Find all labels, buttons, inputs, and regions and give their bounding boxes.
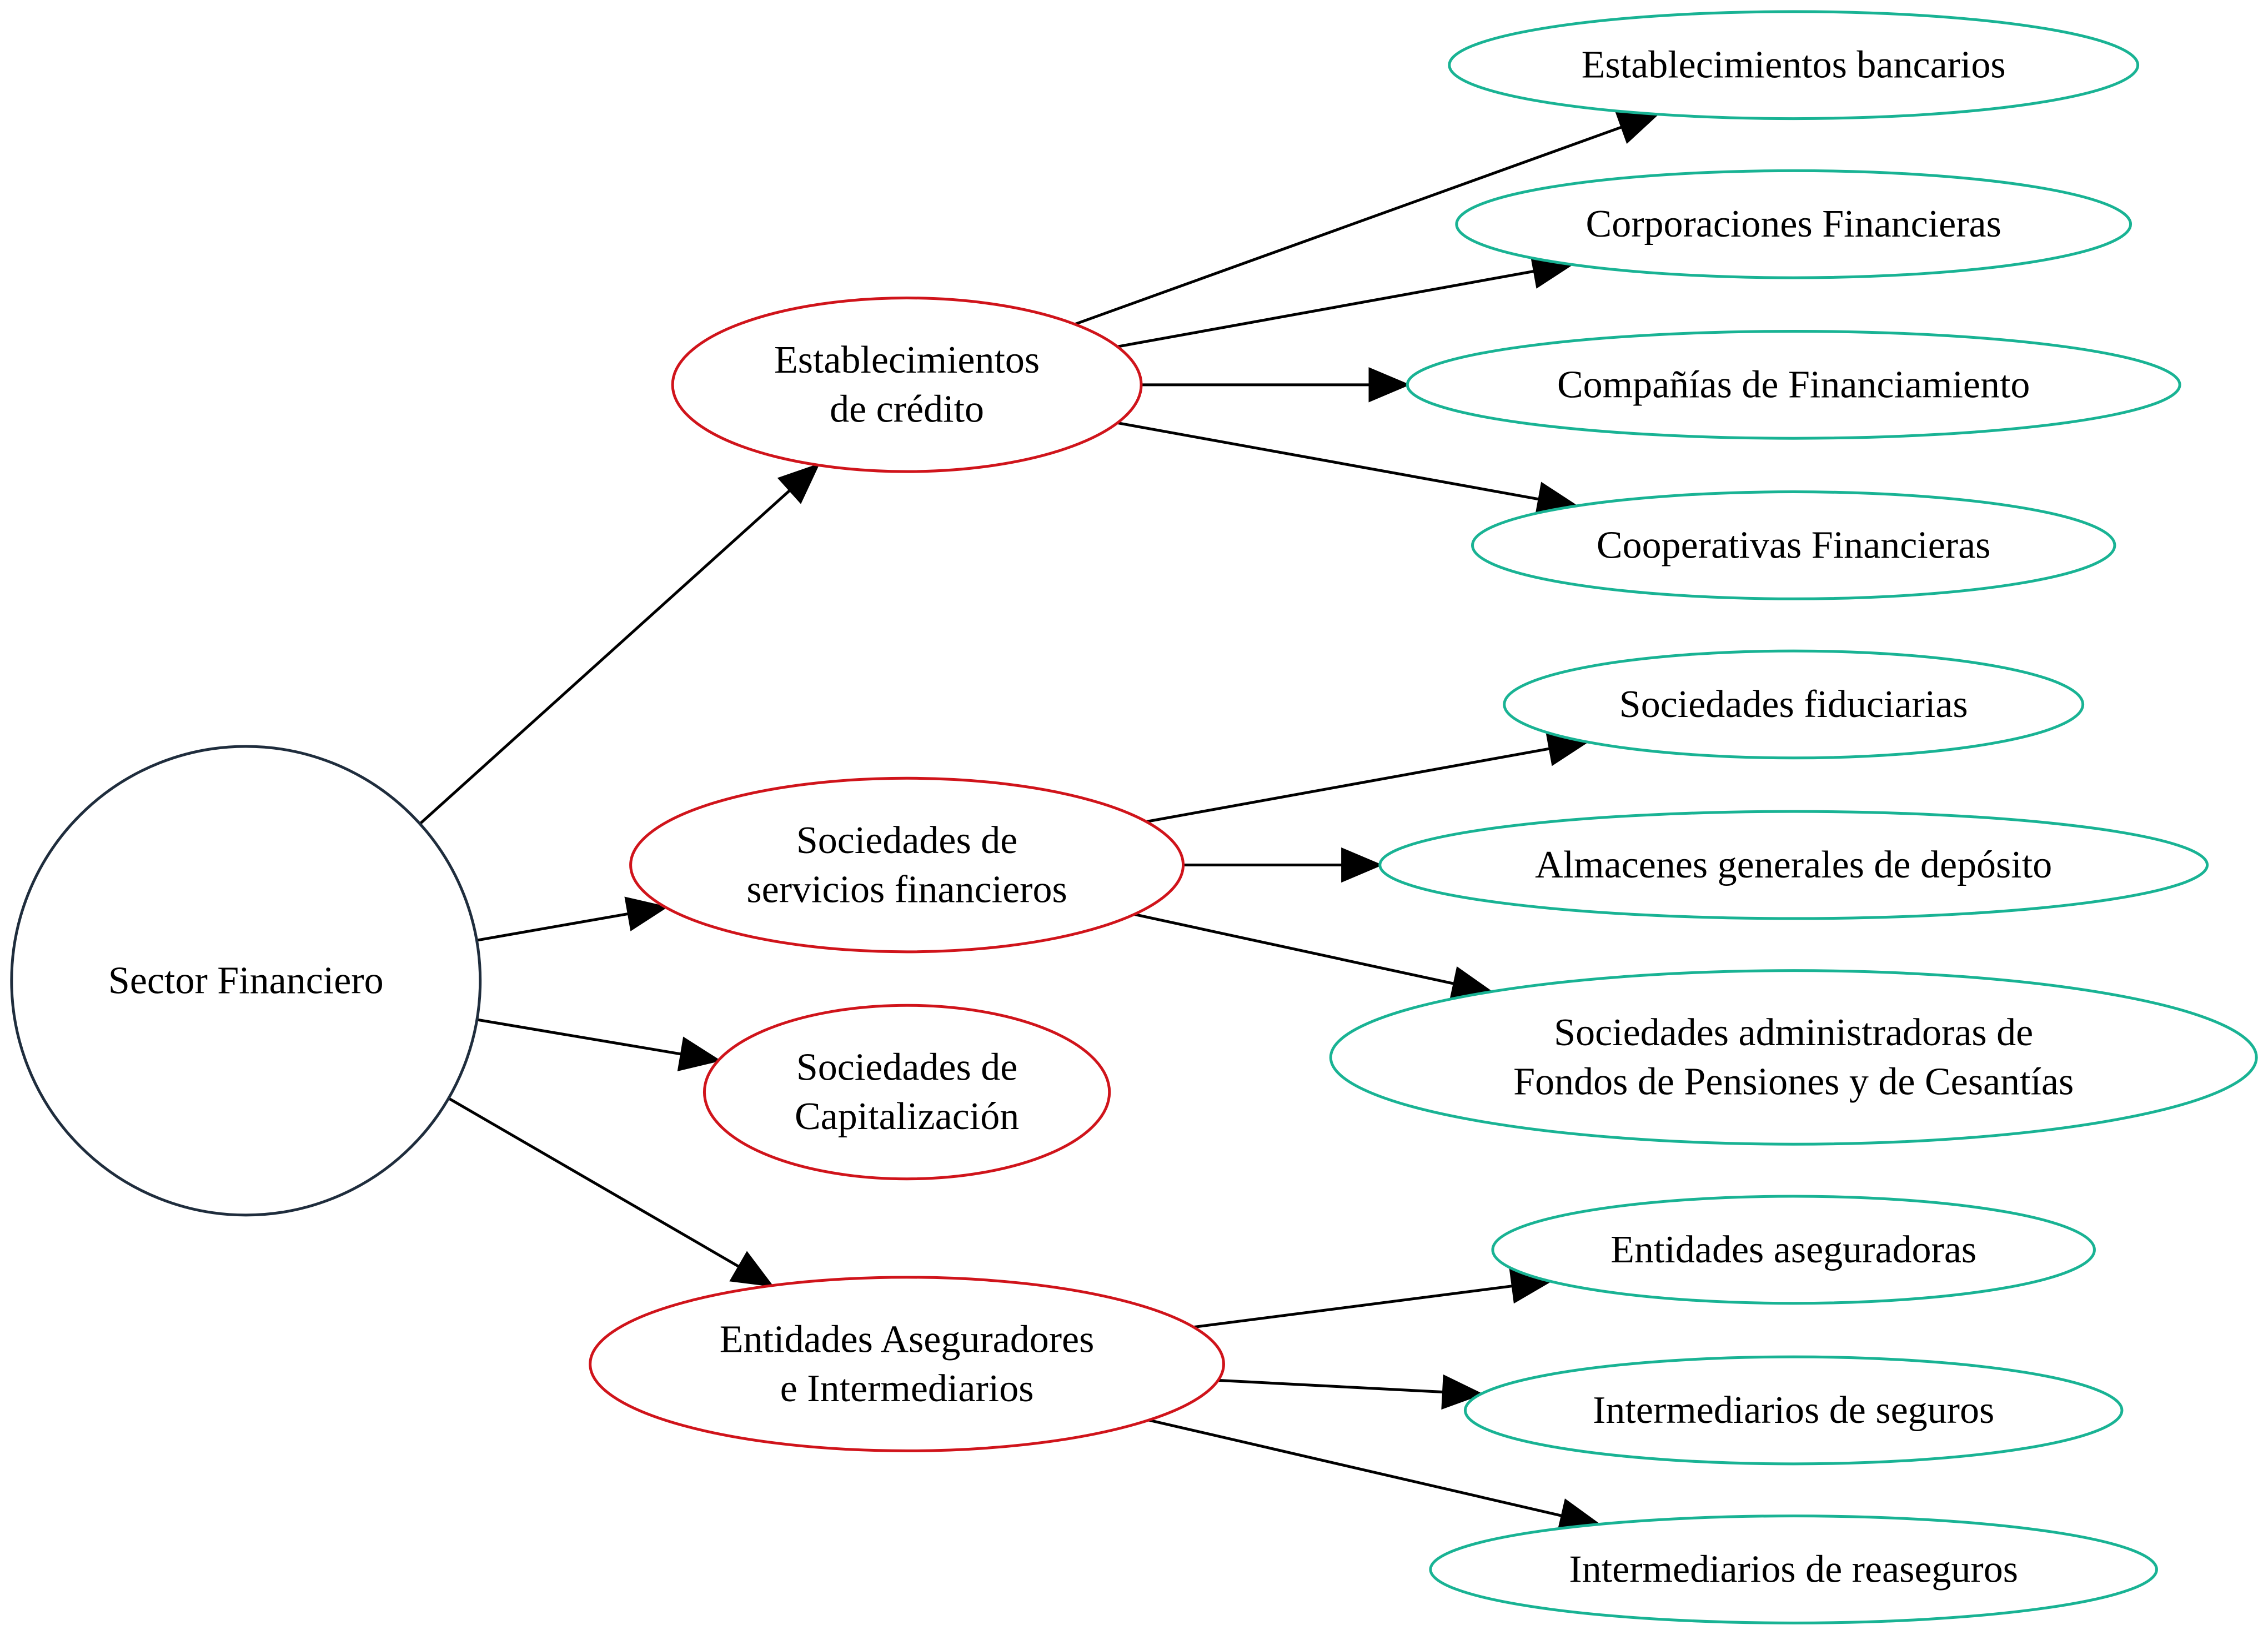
arrow-head xyxy=(677,1036,721,1071)
node-ellipse xyxy=(703,1004,1111,1181)
edge-credito-to-companias xyxy=(1141,367,1411,403)
node-interm-seguros: Intermediarios de seguros xyxy=(1463,1355,2124,1466)
arrow-head xyxy=(624,896,669,931)
arrow-head xyxy=(729,1251,774,1287)
node-label: de crédito xyxy=(830,388,984,431)
node-label: Establecimientos bancarios xyxy=(1582,44,2006,87)
arrow-head xyxy=(777,463,820,504)
node-credito: Establecimientos de crédito xyxy=(671,297,1143,473)
edge-servicios-to-almacenes xyxy=(1183,847,1383,883)
node-ellipse xyxy=(1503,649,2085,760)
edge-line xyxy=(1133,912,1455,985)
node-fiduciarias: Sociedades fiduciarias xyxy=(1503,649,2085,760)
node-entidades-aseg: Entidades aseguradoras xyxy=(1491,1195,2096,1305)
edge-credito-to-corporaciones xyxy=(1117,254,1574,348)
node-label: Intermediarios de seguros xyxy=(1593,1389,1994,1432)
node-cooperativas: Cooperativas Financieras xyxy=(1471,490,2116,600)
edge-root-to-servicios xyxy=(476,896,669,942)
arrow-head xyxy=(1341,847,1383,883)
node-label: Sociedades de xyxy=(796,1046,1017,1089)
arrow-head xyxy=(1614,111,1660,144)
node-label: Sociedades administradoras de xyxy=(1554,1011,2033,1054)
edge-line xyxy=(1148,1418,1563,1517)
edge-line xyxy=(1146,747,1551,823)
edge-servicios-to-pensiones xyxy=(1133,912,1494,1001)
node-bancarios: Establecimientos bancarios xyxy=(1448,10,2140,121)
edge-aseguradores-to-entidades_aseg xyxy=(1193,1268,1553,1329)
node-ellipse xyxy=(1448,10,2140,121)
edge-servicios-to-fiduciarias xyxy=(1146,731,1590,823)
node-root: Sector Financiero xyxy=(10,745,482,1217)
node-label: Corporaciones Financieras xyxy=(1586,203,2001,245)
node-ellipse xyxy=(1455,169,2132,279)
edge-credito-to-cooperativas xyxy=(1117,422,1579,516)
node-label: e Intermediarios xyxy=(780,1367,1034,1410)
node-ellipse xyxy=(1463,1355,2124,1466)
node-label: servicios financieros xyxy=(746,868,1067,911)
nodes-layer: Sector Financiero Establecimientos de créd… xyxy=(10,10,2258,1624)
node-servicios: Sociedades de servicios financieros xyxy=(629,776,1185,954)
edge-line xyxy=(1117,269,1535,348)
node-label: Sociedades de xyxy=(796,819,1017,862)
edge-line xyxy=(419,489,791,825)
edge-root-to-credito xyxy=(419,463,820,825)
node-label: Establecimientos xyxy=(774,339,1040,382)
node-label: Intermediarios de reaseguros xyxy=(1569,1548,2018,1591)
node-ellipse xyxy=(1471,490,2116,600)
edge-line xyxy=(448,1097,740,1268)
node-ellipse xyxy=(1491,1195,2096,1305)
edge-line xyxy=(1074,126,1623,326)
node-ellipse xyxy=(1378,810,2209,920)
node-companias: Compañías de Financiamiento xyxy=(1406,329,2181,440)
node-label: Capitalización xyxy=(795,1095,1019,1138)
node-pensiones: Sociedades administradoras de Fondos de P… xyxy=(1329,969,2258,1146)
node-label: Cooperativas Financieras xyxy=(1597,524,1991,566)
node-label: Compañías de Financiamiento xyxy=(1557,363,2030,406)
node-ellipse xyxy=(589,1276,1225,1452)
node-ellipse xyxy=(1329,969,2258,1146)
node-label: Sociedades fiduciarias xyxy=(1619,683,1968,726)
node-label: Entidades Aseguradores xyxy=(720,1318,1095,1361)
edge-line xyxy=(476,1018,682,1056)
arrow-head xyxy=(1368,367,1411,403)
node-label: Sector Financiero xyxy=(108,959,384,1002)
node-ellipse xyxy=(1406,329,2181,440)
edge-aseguradores-to-interm_seguros xyxy=(1218,1374,1484,1410)
node-label: Entidades aseguradoras xyxy=(1610,1228,1976,1271)
node-label: Almacenes generales de depósito xyxy=(1535,844,2052,886)
node-corporaciones: Corporaciones Financieras xyxy=(1455,169,2132,279)
edge-line xyxy=(476,912,629,942)
node-ellipse xyxy=(1429,1514,2158,1624)
edge-line xyxy=(1193,1285,1513,1329)
node-ellipse xyxy=(629,776,1185,954)
edge-line xyxy=(1117,422,1539,501)
edge-root-to-capitalizacion xyxy=(476,1018,721,1071)
edge-line xyxy=(1218,1378,1444,1394)
node-ellipse xyxy=(671,297,1143,473)
node-label: Fondos de Pensiones y de Cesantías xyxy=(1513,1061,2074,1104)
node-interm-reaseguros: Intermediarios de reaseguros xyxy=(1429,1514,2158,1624)
arrow-head xyxy=(1441,1374,1484,1410)
node-almacenes: Almacenes generales de depósito xyxy=(1378,810,2209,920)
node-aseguradores: Entidades Aseguradores e Intermediarios xyxy=(589,1276,1225,1452)
root-circle xyxy=(10,745,482,1217)
node-capitalizacion: Sociedades de Capitalización xyxy=(703,1004,1111,1181)
edge-root-to-aseguradores xyxy=(448,1097,774,1287)
